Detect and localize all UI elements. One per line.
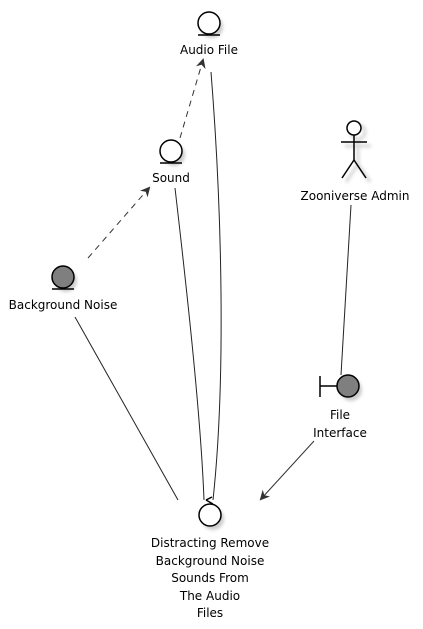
edge-admin-to-file-interface xyxy=(340,204,352,376)
entity-sound: Sound xyxy=(152,139,190,185)
sound-label: Sound xyxy=(152,171,190,185)
control-label-line-2: Background Noise xyxy=(156,554,265,568)
entity-background-noise: Background Noise xyxy=(9,265,118,312)
control-label-line-4: The Audio xyxy=(179,589,240,603)
control-arrowhead-icon xyxy=(205,496,214,505)
control-icon xyxy=(198,503,222,527)
edges xyxy=(74,58,352,501)
zooniverse-admin-label: Zooniverse Admin xyxy=(301,189,410,203)
boundary-icon xyxy=(336,374,360,398)
edge-audio-file-to-control xyxy=(210,71,222,501)
edge-background-noise-to-control xyxy=(74,316,179,501)
control-label-line-5: Files xyxy=(197,606,223,620)
control-distracting-remove: Distracting Remove Background Noise Soun… xyxy=(151,496,269,620)
file-interface-label-line-2: Interface xyxy=(313,426,367,440)
edge-background-noise-to-sound xyxy=(87,186,151,259)
edge-sound-to-control xyxy=(174,187,205,501)
stick-figure-icon xyxy=(341,120,367,179)
audio-file-label: Audio File xyxy=(180,43,238,57)
background-noise-label: Background Noise xyxy=(9,298,118,312)
entity-icon xyxy=(159,139,183,163)
entity-audio-file: Audio File xyxy=(180,11,238,57)
file-interface-label-line-1: File xyxy=(330,408,350,422)
entity-icon xyxy=(197,11,221,35)
edge-sound-to-audio-file xyxy=(179,58,206,139)
edge-file-interface-to-control xyxy=(259,440,315,501)
control-label-line-1: Distracting Remove xyxy=(151,536,269,550)
actor-zooniverse-admin: Zooniverse Admin xyxy=(301,120,410,203)
boundary-file-interface: File Interface xyxy=(313,374,367,440)
control-label-line-3: Sounds From xyxy=(171,571,249,585)
entity-icon xyxy=(51,265,75,289)
